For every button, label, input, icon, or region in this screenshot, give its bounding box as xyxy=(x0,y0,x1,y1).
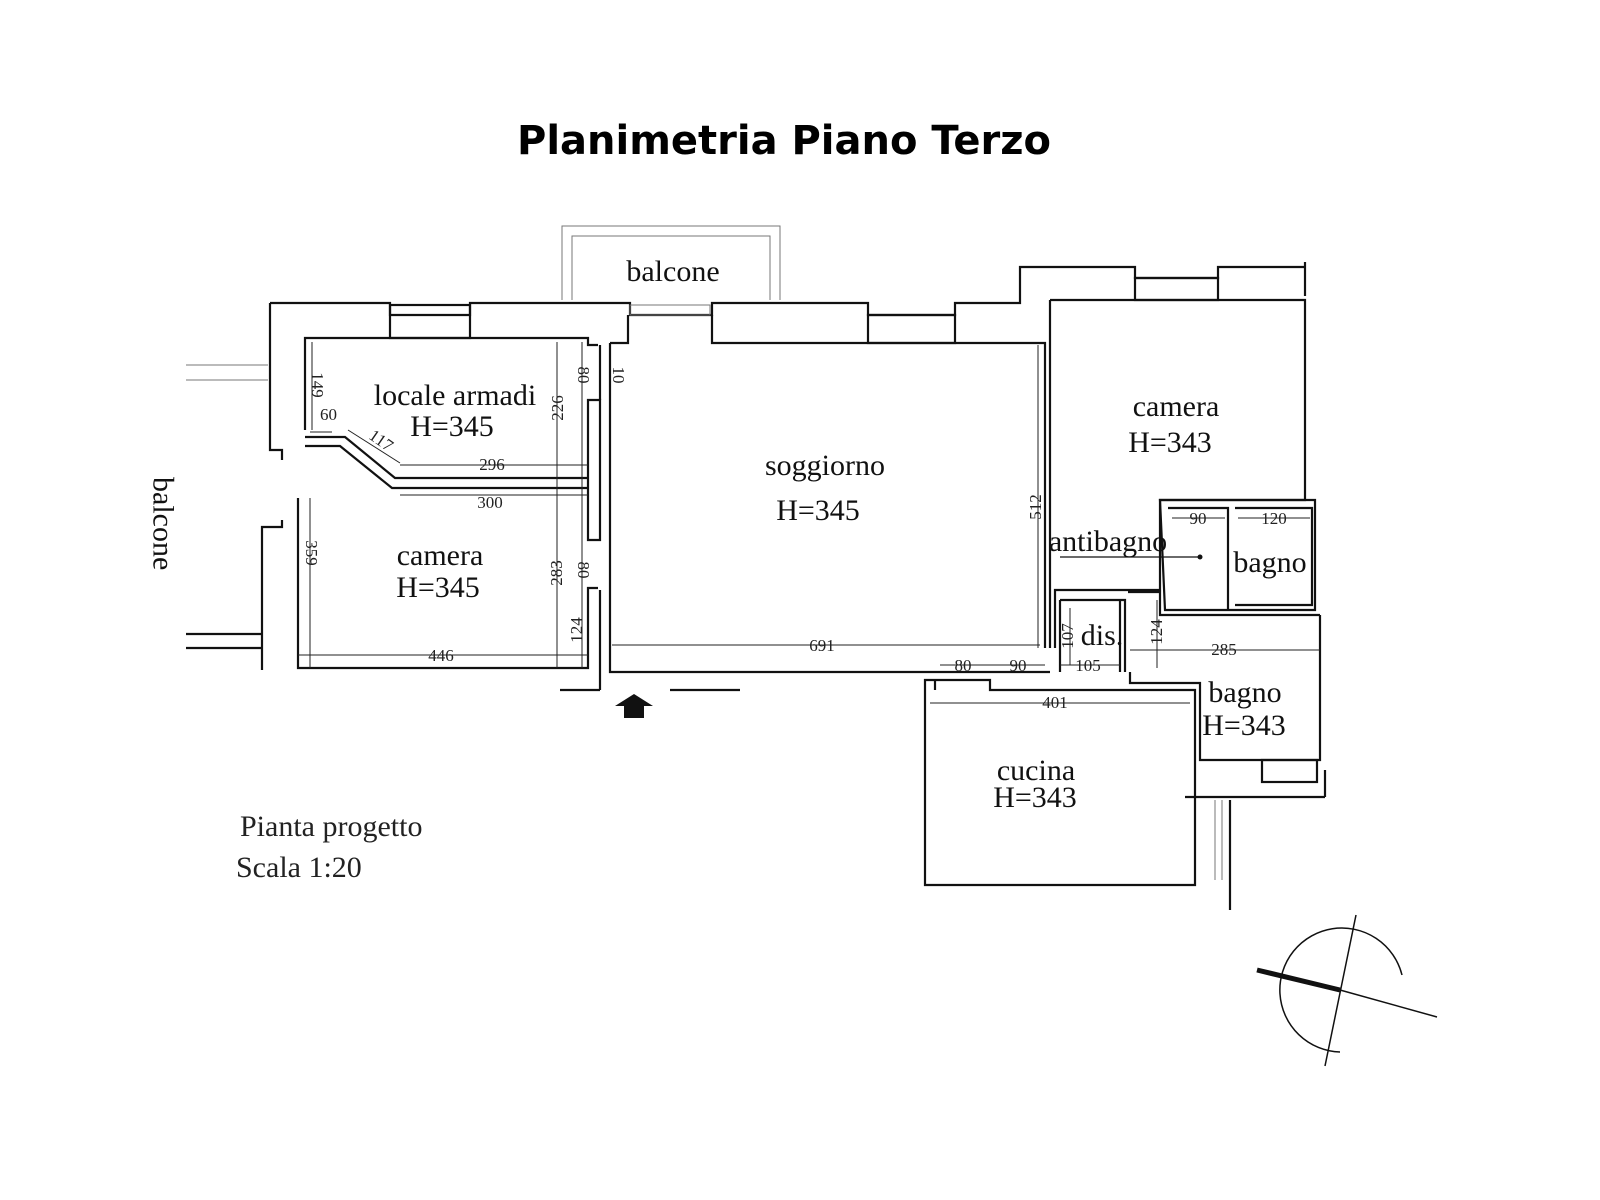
room-bagno xyxy=(1128,615,1322,784)
balcony-left xyxy=(186,364,268,650)
room-camera-right xyxy=(1048,276,1307,648)
label-camera-left-height: H=345 xyxy=(396,571,480,604)
label-antibagno: antibagno xyxy=(1049,525,1167,558)
label-soggiorno-height: H=345 xyxy=(776,494,860,527)
label-bagno: bagno xyxy=(1208,676,1281,709)
dimension-label: 300 xyxy=(477,493,503,512)
dimension-label: 149 xyxy=(308,372,327,398)
dimension-label: 80 xyxy=(955,656,972,675)
label-locale-armadi-height: H=345 xyxy=(410,410,494,443)
label-camera-right-height: H=343 xyxy=(1128,426,1212,459)
label-balcone-left: balcone xyxy=(146,477,179,570)
dimension-label: 60 xyxy=(320,405,337,424)
dimension-label: 120 xyxy=(1261,509,1287,528)
dimension-label: 296 xyxy=(479,455,505,474)
dimension-label: 90 xyxy=(1010,656,1027,675)
label-camera-left: camera xyxy=(397,539,484,572)
dimension-label: 512 xyxy=(1026,494,1045,520)
room-cucina xyxy=(923,678,1197,887)
plan-note-title: Pianta progetto xyxy=(240,810,422,843)
dimension-label: 285 xyxy=(1211,640,1237,659)
room-dis xyxy=(1058,600,1122,672)
label-soggiorno: soggiorno xyxy=(765,449,885,482)
dimension-label: 401 xyxy=(1042,693,1068,712)
label-cucina: cucina xyxy=(997,754,1075,787)
dimension-label: 90 xyxy=(1190,509,1207,528)
north-compass-icon xyxy=(1256,914,1438,1067)
dimension-label: 124 xyxy=(567,617,586,643)
room-locale-armadi xyxy=(303,303,598,490)
room-antibagno-bagno xyxy=(1060,498,1320,672)
label-cucina-height: H=343 xyxy=(993,781,1077,814)
dimension-label: 124 xyxy=(1147,619,1166,645)
label-locale-armadi: locale armadi xyxy=(374,379,536,412)
label-bagno-small: bagno xyxy=(1233,546,1306,579)
dimension-label: 80 xyxy=(574,562,593,579)
dimension-label: 107 xyxy=(1058,623,1077,649)
label-balcone-top: balcone xyxy=(626,255,719,288)
dimension-label: 691 xyxy=(809,636,835,655)
label-bagno-height: H=343 xyxy=(1202,709,1286,742)
room-camera-left xyxy=(296,398,602,690)
dimension-label: 359 xyxy=(302,540,321,566)
plan-note-scale: Scala 1:20 xyxy=(236,851,362,884)
page-title: Planimetria Piano Terzo xyxy=(517,118,1051,164)
dimension-label: 117 xyxy=(366,426,398,456)
label-camera-right: camera xyxy=(1133,390,1220,423)
room-soggiorno xyxy=(598,304,1050,674)
entrance-arrow-icon xyxy=(615,694,653,718)
dimension-label: 226 xyxy=(548,395,567,421)
dimension-lines xyxy=(298,342,1320,704)
dimension-label: 446 xyxy=(428,646,454,665)
label-dis: dis. xyxy=(1081,619,1124,652)
dimension-label: 10 xyxy=(609,367,628,384)
balcony-top xyxy=(561,225,781,300)
dimension-label: 283 xyxy=(547,560,566,586)
dimension-label: 105 xyxy=(1075,656,1101,675)
dimension-label: 80 xyxy=(574,367,593,384)
